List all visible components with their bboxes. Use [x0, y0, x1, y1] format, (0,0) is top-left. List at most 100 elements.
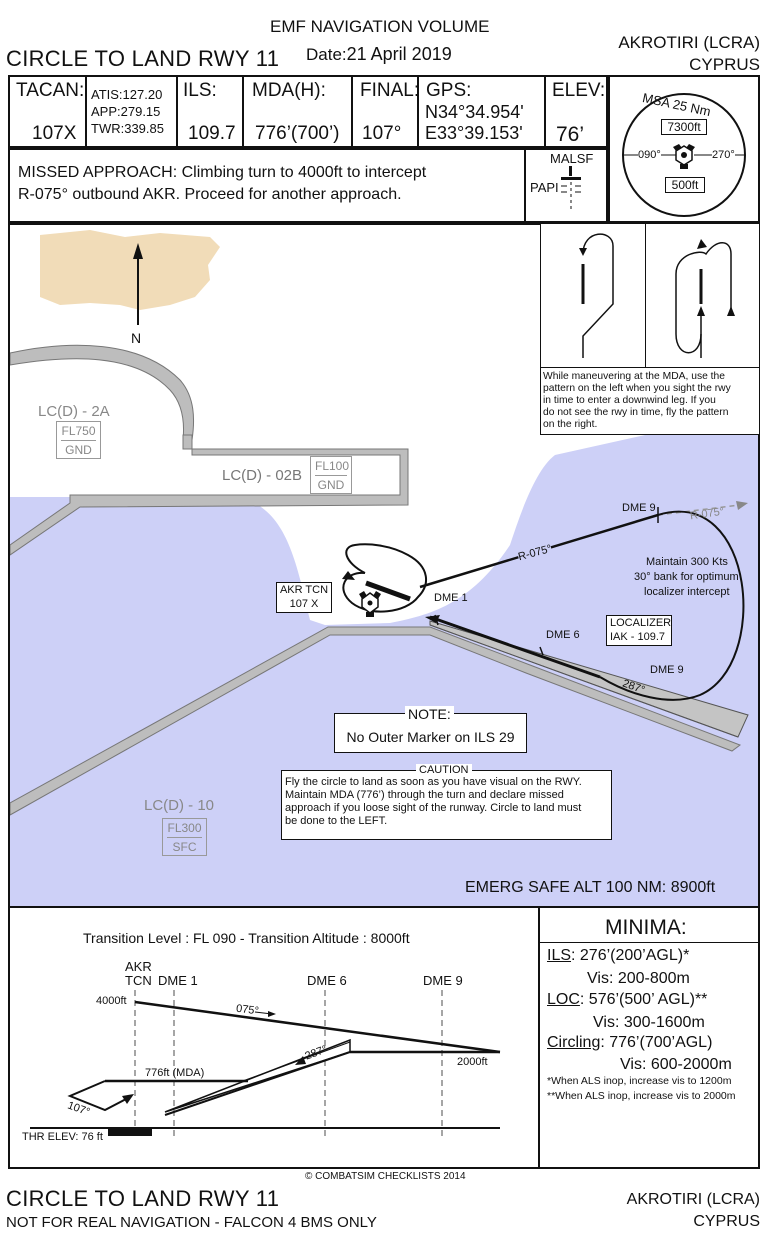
- zone-02b-name: LC(D) - 02B: [222, 467, 303, 484]
- malsf-label: MALSF: [550, 151, 594, 166]
- plan-dme9-top: DME 9: [622, 502, 656, 514]
- profile-thr: THR ELEV: 76 ft: [22, 1131, 103, 1143]
- profile-dme1: DME 1: [158, 973, 198, 988]
- tacan-icon: [673, 144, 695, 169]
- north-label: N: [131, 330, 142, 346]
- msa-left-deg: 090°: [638, 149, 661, 161]
- zone-10-limits: FL300 SFC: [162, 818, 207, 856]
- caution-line3: approach if you loose sight of the runwa…: [285, 802, 582, 814]
- localizer-line2: IAK - 109.7: [610, 631, 666, 643]
- profile-akr2: TCN: [125, 973, 152, 988]
- footer-airport: AKROTIRI (LCRA): [626, 1191, 760, 1208]
- profile-dme9: DME 9: [423, 973, 463, 988]
- ils-value: 109.7: [188, 123, 236, 144]
- elev-value: 76’: [556, 123, 585, 146]
- profile-mda: 776ft (MDA): [145, 1067, 205, 1079]
- zone-02b-bottom: GND: [317, 478, 345, 492]
- footer-disclaimer: NOT FOR REAL NAVIGATION - FALCON 4 BMS O…: [6, 1214, 377, 1231]
- profile-dme6: DME 6: [307, 973, 347, 988]
- profile-4000: 4000ft: [96, 995, 127, 1007]
- zone-10-bottom: SFC: [172, 840, 197, 854]
- atis-freq: ATIS:127.20: [91, 87, 163, 102]
- msa-right-deg: 270°: [712, 149, 735, 161]
- runway: [365, 580, 411, 602]
- minima-loc-value: : 576’(500’ AGL)**: [579, 991, 708, 1008]
- minima-loc-vis: Vis: 300-1600m: [593, 1014, 705, 1031]
- pattern-note-line3: in time to enter a downwind leg. If you: [543, 395, 716, 406]
- transition-text: Transition Level : FL 090 - Transition A…: [83, 930, 410, 946]
- pattern-note-line2: pattern on the left when you sight the r…: [543, 383, 731, 394]
- zone-10: [10, 626, 742, 816]
- msa-bottom-alt: 500ft: [665, 177, 705, 193]
- localizer-line1: LOCALIZER: [610, 617, 672, 629]
- procedure-turn: [599, 510, 745, 701]
- pattern-note: While maneuvering at the MDA, use the pa…: [543, 371, 757, 431]
- tcn-line2: 107 X: [289, 598, 319, 610]
- volume-title: EMF NAVIGATION VOLUME: [270, 17, 490, 36]
- note-text: No Outer Marker on ILS 29: [346, 729, 515, 745]
- country-name: CYPRUS: [689, 55, 760, 74]
- gps-lat: N34°34.954': [425, 102, 524, 122]
- footer-country: CYPRUS: [693, 1213, 760, 1230]
- papi-label: PAPI: [530, 180, 559, 195]
- zone-10-name: LC(D) - 10: [144, 797, 215, 814]
- mda-value: 776’(700’): [255, 123, 340, 144]
- minima-box: [538, 906, 760, 1169]
- lighting-icon: [561, 166, 581, 210]
- minima-circ: Circling: 776’(700’AGL): [547, 1035, 712, 1051]
- tacan-label: TACAN:: [16, 80, 85, 101]
- minima-ils-label: ILS: [547, 947, 572, 964]
- zone-2a-top: FL750: [61, 424, 96, 441]
- localizer-box: LOCALIZER IAK - 109.7: [606, 615, 672, 646]
- footer-procedure: CIRCLE TO LAND RWY 11: [6, 1186, 280, 1211]
- minima-title: MINIMA:: [605, 916, 687, 939]
- zone-02b-limits: FL100 GND: [310, 456, 352, 494]
- inbound-287-line: [429, 615, 601, 679]
- note-title: NOTE:: [405, 706, 454, 722]
- zone-2a-bottom: GND: [65, 443, 92, 457]
- airport-name: AKROTIRI (LCRA): [618, 33, 760, 52]
- info-dividers: [8, 75, 608, 148]
- mda-label: MDA(H):: [252, 80, 326, 101]
- info-row: [8, 75, 608, 148]
- msa-top-alt: 7300ft: [661, 119, 707, 135]
- minima-ils-vis: Vis: 200-800m: [587, 970, 690, 987]
- maintain-line1: Maintain 300 Kts: [646, 556, 728, 568]
- gps-label: GPS:: [426, 80, 472, 101]
- missed-approach-box: [8, 148, 608, 223]
- zone-02b-top: FL100: [315, 459, 349, 476]
- missed-line2: R-075° outbound AKR. Proceed for another…: [18, 186, 402, 203]
- pattern-inset: [540, 223, 760, 435]
- minima-circ-label: Circling: [547, 1034, 601, 1051]
- zone-2a-limits: FL750 GND: [56, 421, 101, 459]
- note-box: NOTE: No Outer Marker on ILS 29: [334, 706, 527, 753]
- profile-akr1: AKR: [125, 959, 152, 974]
- copyright: © COMBATSIM CHECKLISTS 2014: [305, 1171, 466, 1182]
- app-freq: APP:279.15: [91, 104, 161, 119]
- zone-2a-name: LC(D) - 2A: [38, 403, 110, 420]
- maintain-line3: localizer intercept: [644, 586, 730, 598]
- elev-label: ELEV:: [552, 80, 606, 101]
- zone-10-top: FL300: [167, 821, 202, 838]
- tacan-icon: [359, 591, 381, 617]
- final-value: 107°: [362, 123, 402, 144]
- gps-lon: E33°39.153': [425, 123, 523, 143]
- minima-circ-vis: Vis: 600-2000m: [620, 1056, 732, 1073]
- date-label: Date:21 April 2019: [306, 45, 452, 63]
- twr-freq: TWR:339.85: [91, 121, 164, 136]
- caution-line1: Fly the circle to land as soon as you ha…: [285, 776, 582, 788]
- caution-line4: be done to the LEFT.: [285, 815, 388, 827]
- profile-diagram: [30, 990, 501, 1138]
- pattern-note-line5: on the right.: [543, 419, 598, 430]
- plan-dme1: DME 1: [434, 592, 468, 604]
- profile-box: [8, 906, 540, 1169]
- pattern-note-line1: While maneuvering at the MDA, use the: [543, 371, 726, 382]
- caution-title: CAUTION: [416, 764, 472, 777]
- maintain-line2: 30° bank for optimum: [634, 571, 739, 583]
- minima-loc: LOC: 576’(500’ AGL)**: [547, 992, 707, 1008]
- minima-note1: *When ALS inop, increase vis to 1200m: [547, 1075, 732, 1087]
- missed-line1: MISSED APPROACH: Climbing turn to 4000ft…: [18, 164, 427, 181]
- msa-diagram: [622, 93, 746, 217]
- minima-loc-label: LOC: [547, 991, 580, 1008]
- tcn-label-box: AKR TCN 107 X: [276, 582, 332, 613]
